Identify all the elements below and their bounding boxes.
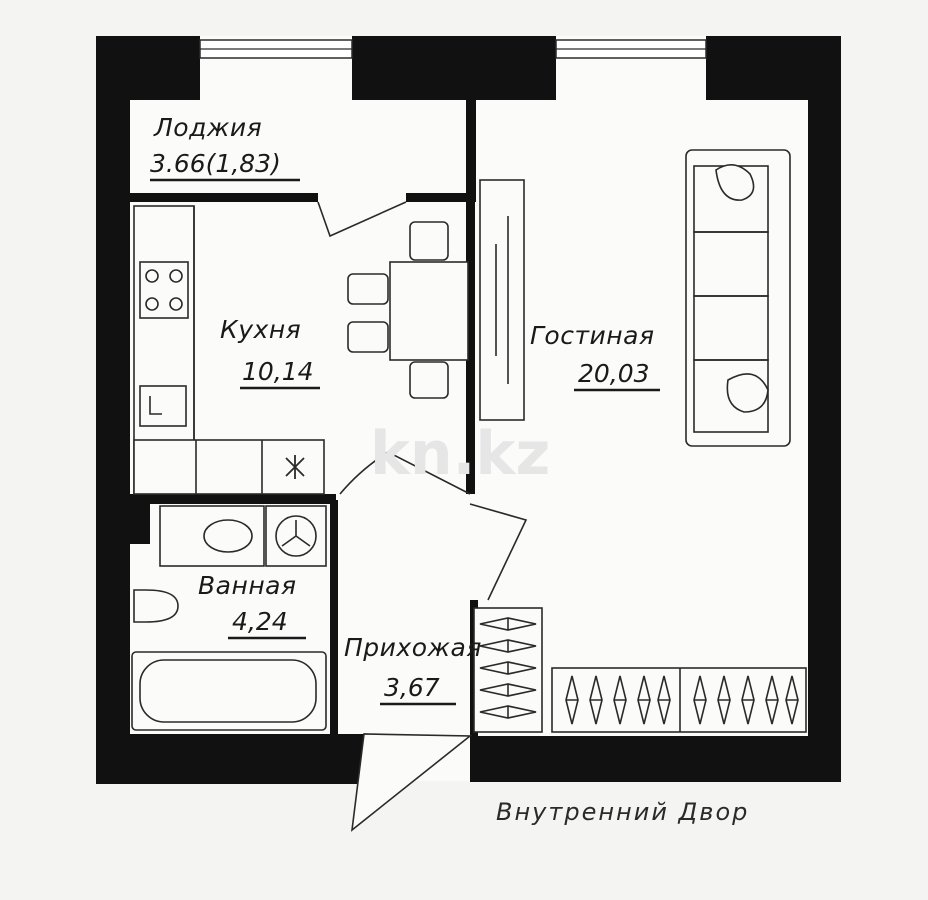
entry-wardrobe	[473, 607, 807, 733]
watermark: kn.kz	[370, 419, 550, 489]
tv-cabinet	[479, 179, 525, 421]
window-loggia	[199, 39, 353, 59]
loggia-area: 3.66(1,83)	[150, 149, 281, 178]
cooktop-icon	[139, 261, 189, 319]
hanger-icon	[613, 675, 627, 725]
bathroom-fixtures	[131, 505, 327, 731]
kitchen-area: 10,14	[242, 357, 314, 386]
living-name: Гостиная	[530, 321, 654, 350]
hanger-icon	[741, 675, 755, 725]
hallway-name: Прихожая	[344, 633, 482, 662]
window-living	[555, 39, 707, 59]
hallway-doors	[339, 451, 528, 832]
hanger-icon	[693, 675, 707, 725]
living-area: 20,03	[578, 359, 650, 388]
kitchen-name: Кухня	[220, 315, 301, 344]
washbasin-icon	[203, 519, 253, 553]
hanger-icon	[717, 675, 731, 725]
sofa	[685, 149, 791, 447]
outer-walls	[96, 36, 841, 784]
courtyard-caption: Внутренний Двор	[496, 798, 749, 826]
hanger-icon	[479, 705, 537, 719]
hanger-icon	[637, 675, 651, 725]
hanger-icon	[565, 675, 579, 725]
snowflake-icon	[285, 455, 305, 479]
hanger-icon	[589, 675, 603, 725]
hanger-icon	[479, 639, 537, 653]
bathroom-area: 4,24	[232, 607, 288, 636]
toilet-icon	[133, 589, 179, 623]
bathroom-name: Ванная	[198, 571, 297, 600]
kitchen-counter	[133, 205, 325, 495]
hanger-icon	[479, 683, 537, 697]
sink-icon	[139, 385, 187, 427]
hanger-icon	[479, 661, 537, 675]
hanger-icon	[765, 675, 779, 725]
hallway-area: 3,67	[384, 673, 440, 702]
dining-table	[347, 221, 469, 399]
loggia-name: Лоджия	[153, 113, 262, 142]
hanger-icon	[657, 675, 671, 725]
hanger-icon	[479, 617, 537, 631]
washing-machine-icon	[275, 515, 317, 557]
bathtub-icon	[131, 651, 327, 731]
hanger-icon	[785, 675, 799, 725]
door-loggia	[317, 201, 407, 238]
